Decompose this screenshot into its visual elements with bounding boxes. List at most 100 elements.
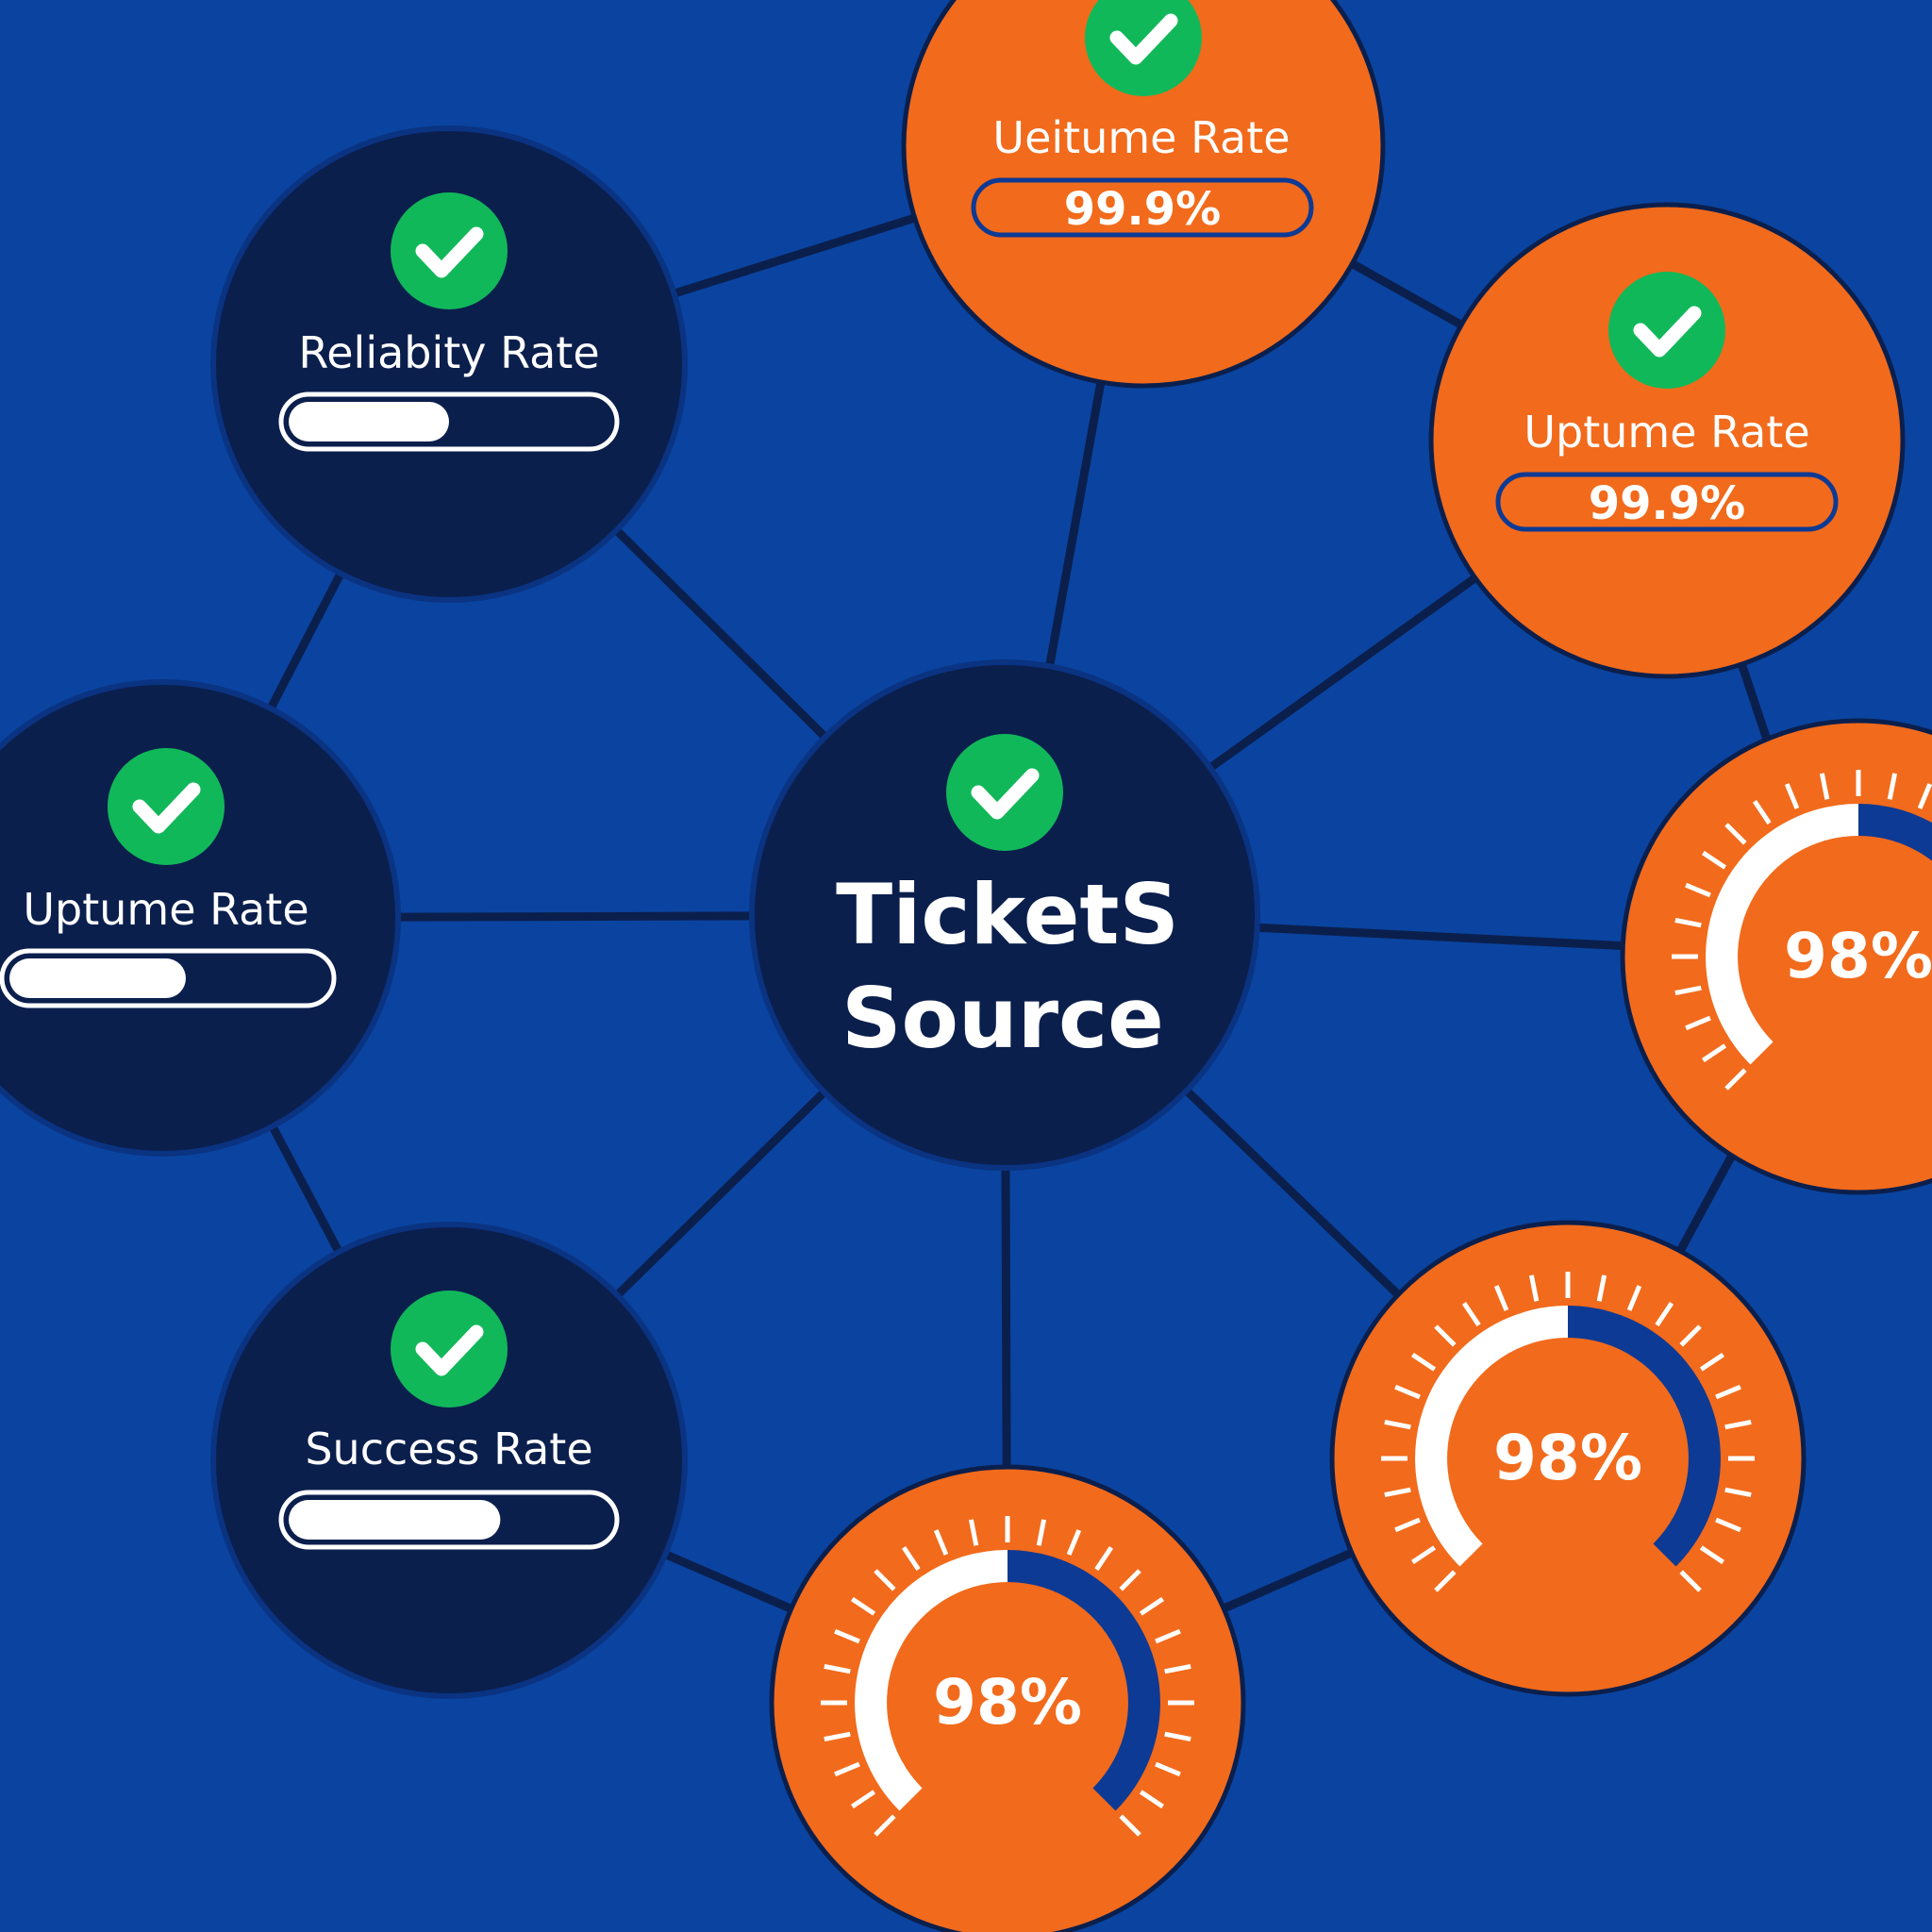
uptime-left-check-badge-circle <box>108 748 225 865</box>
checkmark-icon <box>415 1324 484 1376</box>
gauge-tick <box>1685 1015 1711 1031</box>
uptime-left-progress-bar <box>0 948 337 1008</box>
success-node-circle <box>210 1222 688 1699</box>
success-progress-track <box>278 1490 620 1550</box>
gauge-tick <box>1699 1545 1724 1565</box>
success-check-badge-circle <box>391 1291 508 1407</box>
gauge-tick <box>933 1529 949 1556</box>
reliability-check-badge-circle <box>391 192 508 309</box>
uptime-rate-top-node[interactable]: Ueitume Rate 99.9% <box>901 0 1386 389</box>
gauge-right-node[interactable]: 98% <box>1620 718 1932 1195</box>
success-progress-fill <box>289 1500 501 1540</box>
gauge-tick <box>1461 1302 1481 1327</box>
success-check-badge <box>391 1291 508 1407</box>
gauge-tick <box>1679 1324 1702 1347</box>
gauge-tick <box>824 1663 851 1674</box>
gauge-tick <box>824 1731 851 1742</box>
gauge-tick <box>1887 773 1898 800</box>
gauge-tick <box>1819 773 1830 800</box>
center-node-circle <box>749 659 1260 1171</box>
gauge-bottom-blue-arc <box>1007 1550 1160 1811</box>
success-rate-node[interactable]: Success Rate <box>210 1222 688 1699</box>
uptime-rate-right-node[interactable]: Uptume Rate 99.9% <box>1428 202 1906 679</box>
gauge-tick <box>1685 882 1711 898</box>
gauge-tick <box>1699 1352 1724 1372</box>
gauge-tick <box>851 1596 876 1616</box>
uptime-left-check-badge <box>108 748 225 865</box>
gauge-tick <box>851 1790 876 1809</box>
center-check-badge-circle <box>946 734 1063 851</box>
gauge-tick <box>1164 1731 1191 1742</box>
reliability-progress-bar <box>278 391 620 452</box>
reliability-check-badge <box>391 192 508 309</box>
gauge-tick <box>1066 1529 1082 1556</box>
reliability-progress-track <box>278 391 620 452</box>
gauge-tick <box>1119 1814 1141 1837</box>
gauge-lower-right-node[interactable]: 98% <box>1329 1220 1807 1697</box>
reliability-label: Reliabity Rate <box>298 327 599 378</box>
gauge-tick <box>1411 1545 1437 1565</box>
gauge-right-white-arc <box>1706 804 1859 1065</box>
reliability-progress-fill <box>289 402 449 441</box>
checkmark-icon <box>971 768 1040 820</box>
gauge-tick <box>834 1761 860 1777</box>
gauge-tick <box>1596 1274 1607 1302</box>
reliability-rate-node[interactable]: Reliabity Rate <box>210 125 688 603</box>
gauge-tick <box>1655 1302 1674 1327</box>
gauge-tick <box>1724 823 1747 845</box>
gauge-tick <box>1752 800 1772 825</box>
checkmark-icon <box>132 782 201 834</box>
center-title-line2: Source <box>841 970 1164 1067</box>
gauge-tick <box>1674 917 1702 928</box>
gauge-tick <box>1626 1285 1642 1311</box>
gauge-tick <box>1139 1790 1164 1809</box>
gauge-tick <box>1394 1517 1421 1533</box>
gauge-tick <box>901 1546 921 1572</box>
gauge-right-node-circle <box>1620 718 1932 1195</box>
uptime-right-node-circle <box>1428 202 1906 679</box>
gauge-lower-right-white-arc <box>1415 1306 1569 1567</box>
gauge-tick <box>1724 1487 1752 1498</box>
gauge-tick <box>1094 1546 1114 1572</box>
uptime-right-label: Uptume Rate <box>1524 407 1809 458</box>
reliability-node-circle <box>210 125 688 603</box>
uptime-top-label: Ueitume Rate <box>992 112 1290 163</box>
gauge-tick <box>1702 1043 1727 1063</box>
uptime-top-value: 99.9% <box>1064 183 1222 236</box>
center-title-line1: TicketS <box>836 866 1179 963</box>
gauge-tick <box>1715 1517 1741 1533</box>
uptime-top-node-circle <box>901 0 1386 389</box>
gauge-tick <box>1119 1569 1141 1591</box>
gauge-tick <box>1784 783 1800 809</box>
gauge-tick <box>1036 1519 1047 1546</box>
center-node[interactable]: TicketS Source <box>749 659 1260 1171</box>
gauge-bottom-ticks <box>821 1516 1194 1837</box>
gauge-tick <box>1724 1419 1752 1430</box>
gauge-tick <box>874 1569 896 1591</box>
gauge-tick <box>1384 1419 1411 1430</box>
gauge-tick <box>1394 1384 1421 1400</box>
gauge-bottom-white-arc <box>855 1550 1008 1811</box>
checkmark-icon <box>1109 13 1178 65</box>
gauge-tick <box>874 1814 896 1837</box>
gauge-right-blue-arc <box>1857 804 1932 861</box>
gauge-right-ticks <box>1672 770 1932 1091</box>
gauge-tick <box>1164 1663 1191 1674</box>
checkmark-icon <box>415 226 484 278</box>
gauge-tick <box>834 1628 860 1644</box>
uptime-top-check-badge <box>1085 0 1202 96</box>
uptime-right-value: 99.9% <box>1589 477 1746 530</box>
uptime-left-node-circle <box>0 679 401 1157</box>
gauge-tick <box>1384 1487 1411 1498</box>
success-label: Success Rate <box>305 1424 592 1474</box>
gauge-tick <box>1155 1628 1181 1644</box>
uptime-right-check-badge <box>1608 272 1725 389</box>
gauge-bottom-node[interactable]: 98% <box>769 1464 1246 1932</box>
gauge-lower-right-ticks <box>1381 1272 1755 1592</box>
gauge-lower-right-blue-arc <box>1567 1306 1721 1567</box>
gauge-tick <box>1434 1570 1457 1592</box>
gauge-tick <box>1528 1274 1540 1302</box>
uptime-left-label: Uptume Rate <box>23 884 308 935</box>
uptime-rate-left-node[interactable]: Uptume Rate <box>0 679 401 1157</box>
